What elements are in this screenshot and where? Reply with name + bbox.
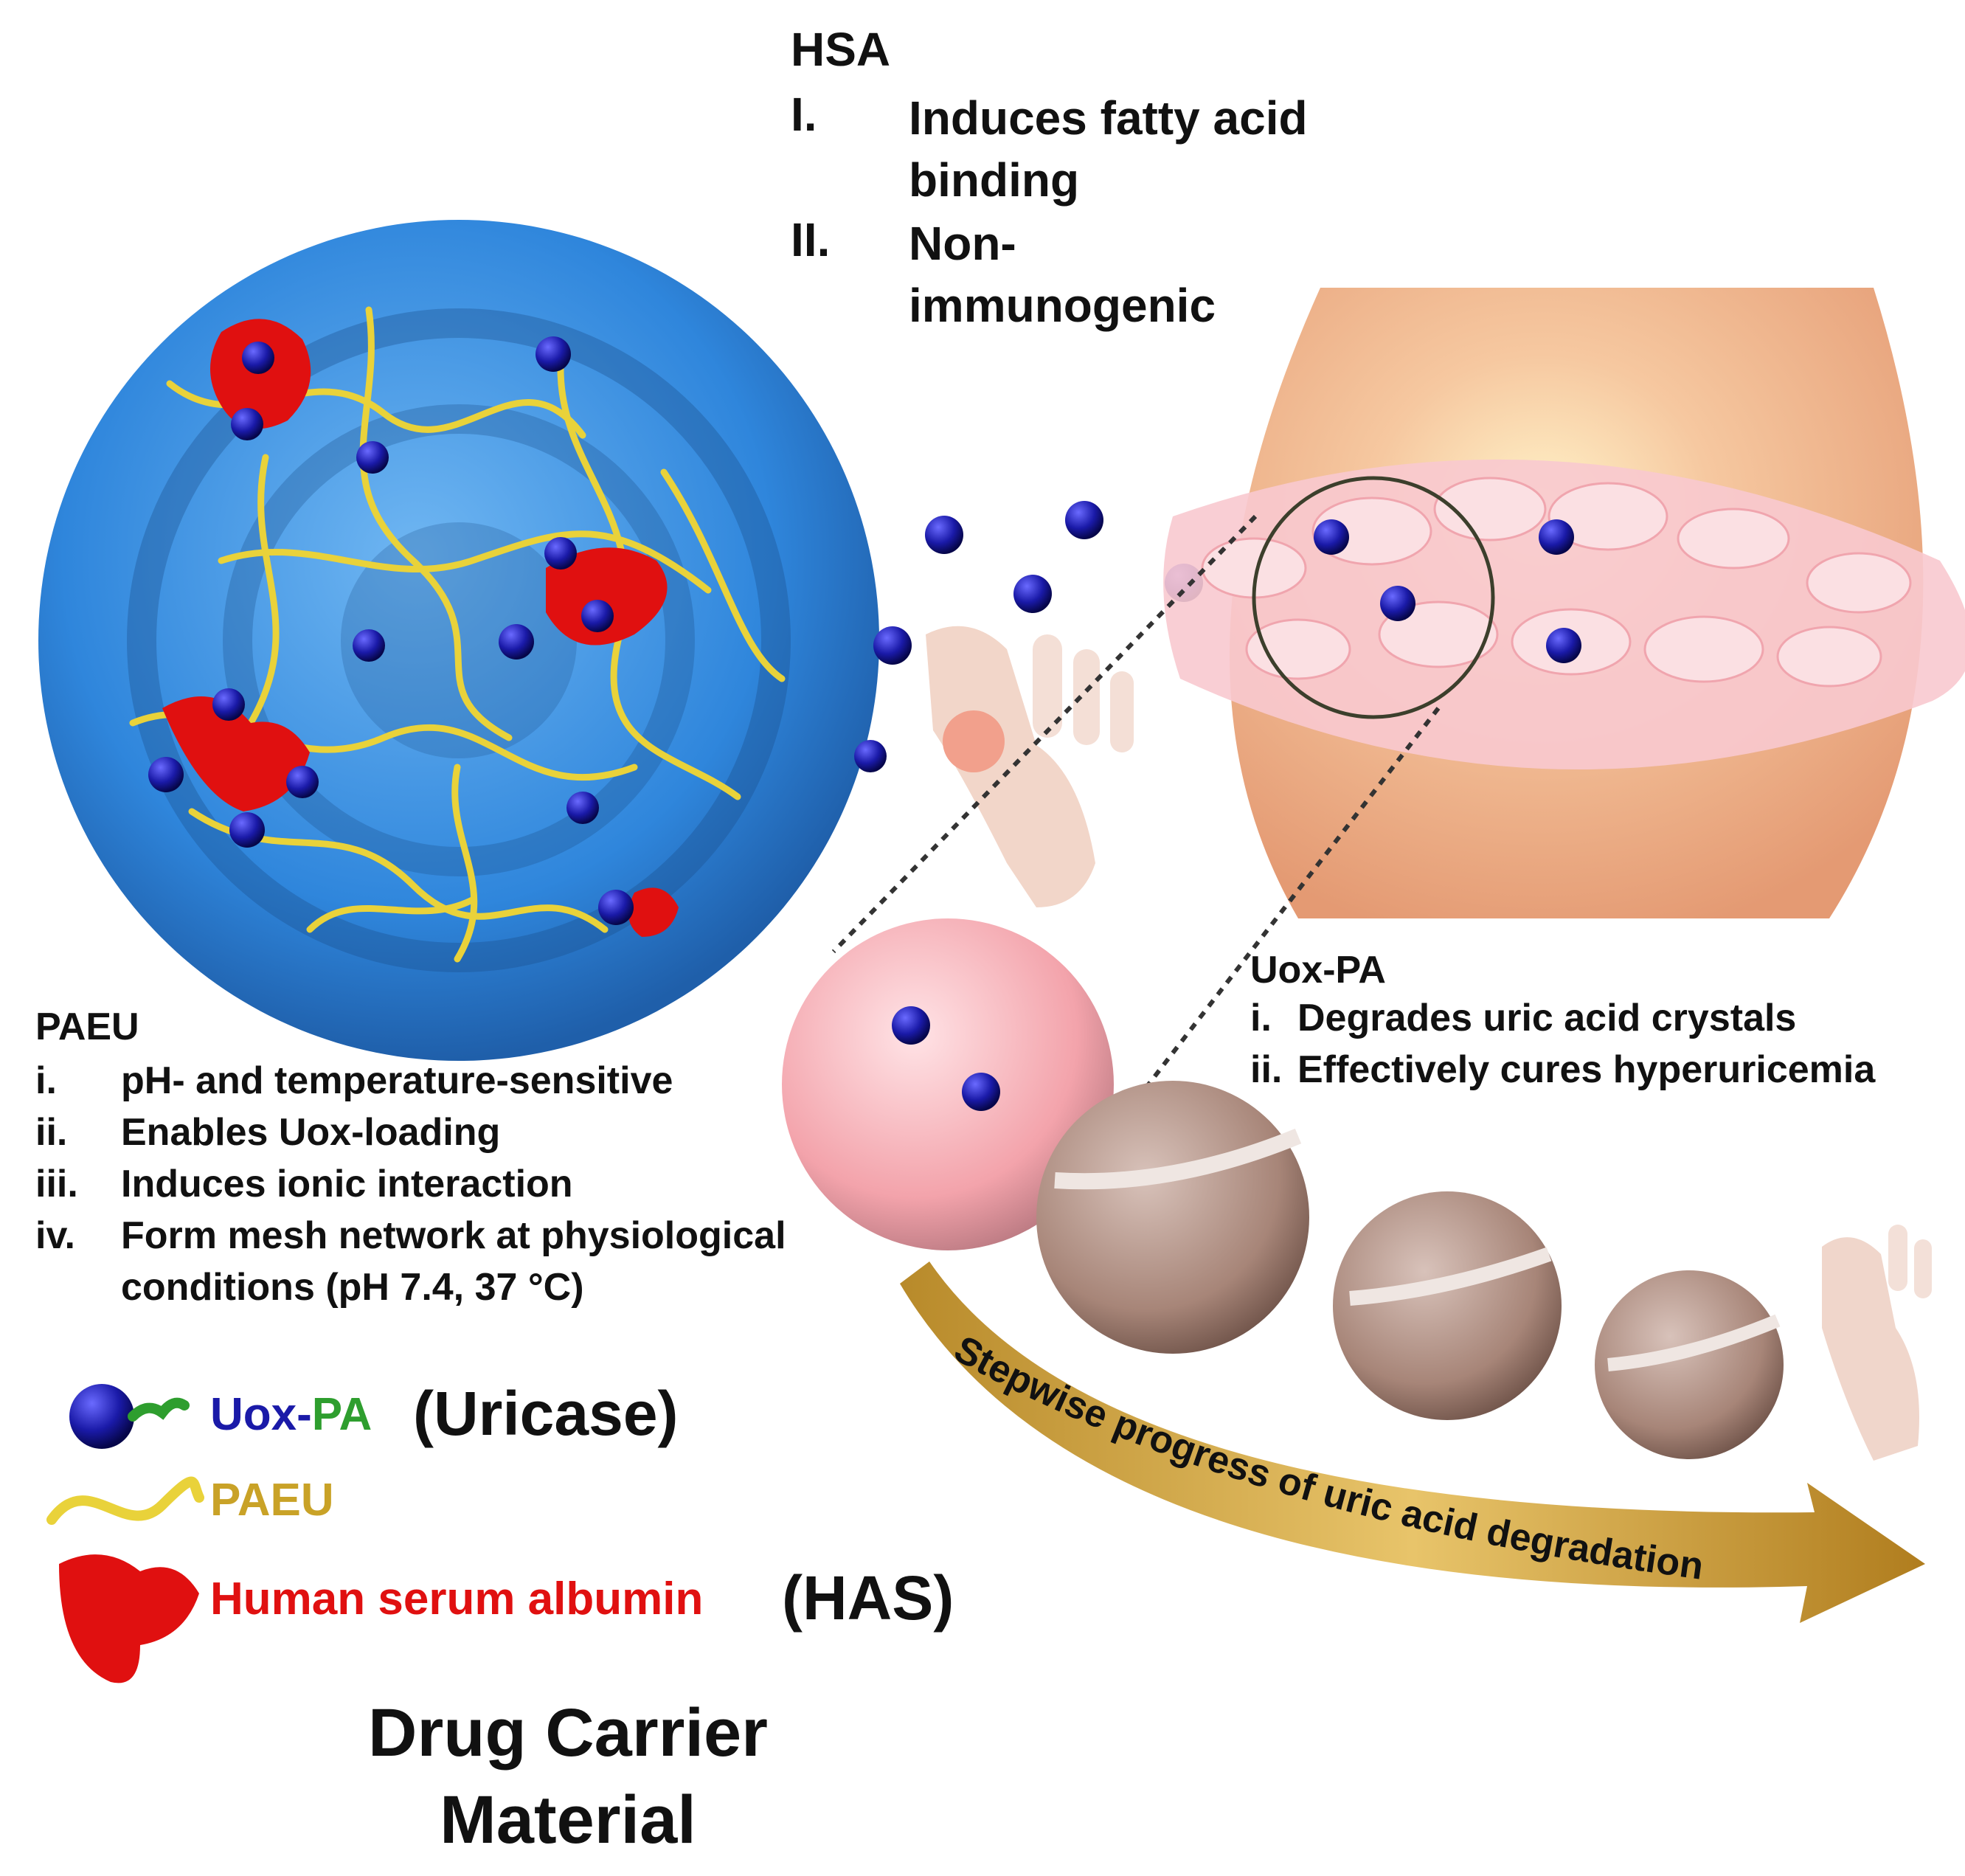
hsa-item-text: Induces fatty acid binding (909, 91, 1308, 207)
joint-closeup (1163, 288, 1965, 918)
paeu-item-text: Form mesh network at physiological (121, 1214, 786, 1257)
carrier-sphere (38, 220, 879, 1061)
paeu-item: conditions (pH 7.4, 37 °C) (35, 1265, 906, 1317)
legend-pa-part: PA (311, 1389, 372, 1440)
degradation-spheres (782, 918, 1784, 1459)
hsa-title: HSA (791, 23, 891, 76)
uox-title: Uox-PA (1250, 949, 1386, 991)
uox-item-text: Degrades uric acid crystals (1297, 997, 1797, 1039)
paeu-item-text: Enables Uox-loading (121, 1111, 501, 1154)
legend-uox-icon (69, 1384, 190, 1449)
legend-albumin-icon (59, 1554, 199, 1683)
paeu-item-number: ii. (35, 1111, 68, 1154)
paeu-item: iv. Form mesh network at physiological (35, 1214, 906, 1265)
albumin-blob (546, 547, 668, 645)
albumin-blob (162, 696, 310, 811)
hsa-item-number: II. (791, 213, 831, 266)
hsa-item-number: I. (791, 88, 817, 141)
paeu-item: ii. Enables Uox-loading (35, 1110, 906, 1162)
paeu-item-text: Induces ionic interaction (121, 1163, 573, 1205)
progress-arrow (900, 1261, 1925, 1623)
legend-uox-part: Uox- (210, 1389, 312, 1440)
legend-uox-label: Uox-PA (210, 1388, 372, 1441)
paeu-item-number: i. (35, 1059, 57, 1102)
paeu-item-text: conditions (pH 7.4, 37 °C) (121, 1266, 584, 1309)
uox-item-number: i. (1250, 997, 1272, 1039)
legend-uricase: (Uricase) (413, 1379, 679, 1448)
uox-item: i. Degrades uric acid crystals (1250, 996, 1958, 1048)
uox-item-number: ii. (1250, 1048, 1283, 1091)
paeu-item-text: pH- and temperature-sensitive (121, 1059, 673, 1102)
caption: Drug Carrier Material (368, 1695, 768, 1858)
hsa-item-text: Non-immunogenic (909, 217, 1216, 332)
foot-small (1822, 1225, 1932, 1461)
albumin-blob (628, 887, 679, 937)
paeu-item: iii. Induces ionic interaction (35, 1162, 906, 1214)
paeu-item-number: iii. (35, 1163, 78, 1205)
paeu-title: PAEU (35, 1006, 139, 1048)
legend-albumin-label: Human serum albumin (210, 1574, 704, 1624)
legend-paeu-icon (46, 1476, 204, 1525)
paeu-item-number: iv. (35, 1214, 75, 1257)
uox-balls-inside (148, 336, 634, 925)
paeu-item: i. pH- and temperature-sensitive (35, 1059, 906, 1110)
legend-has: (HAS) (782, 1563, 954, 1633)
zoom-circle (1252, 476, 1495, 719)
foot-illustration (926, 626, 1134, 907)
legend-paeu-label: PAEU (210, 1475, 334, 1526)
uox-list: i. Degrades uric acid crystals ii. Effecti… (1250, 996, 1958, 1099)
paeu-list: i. pH- and temperature-sensitive ii. Enabl… (35, 1059, 906, 1317)
uox-item: ii. Effectively cures hyperuricemia (1250, 1048, 1958, 1099)
uox-item-text: Effectively cures hyperuricemia (1297, 1048, 1876, 1091)
